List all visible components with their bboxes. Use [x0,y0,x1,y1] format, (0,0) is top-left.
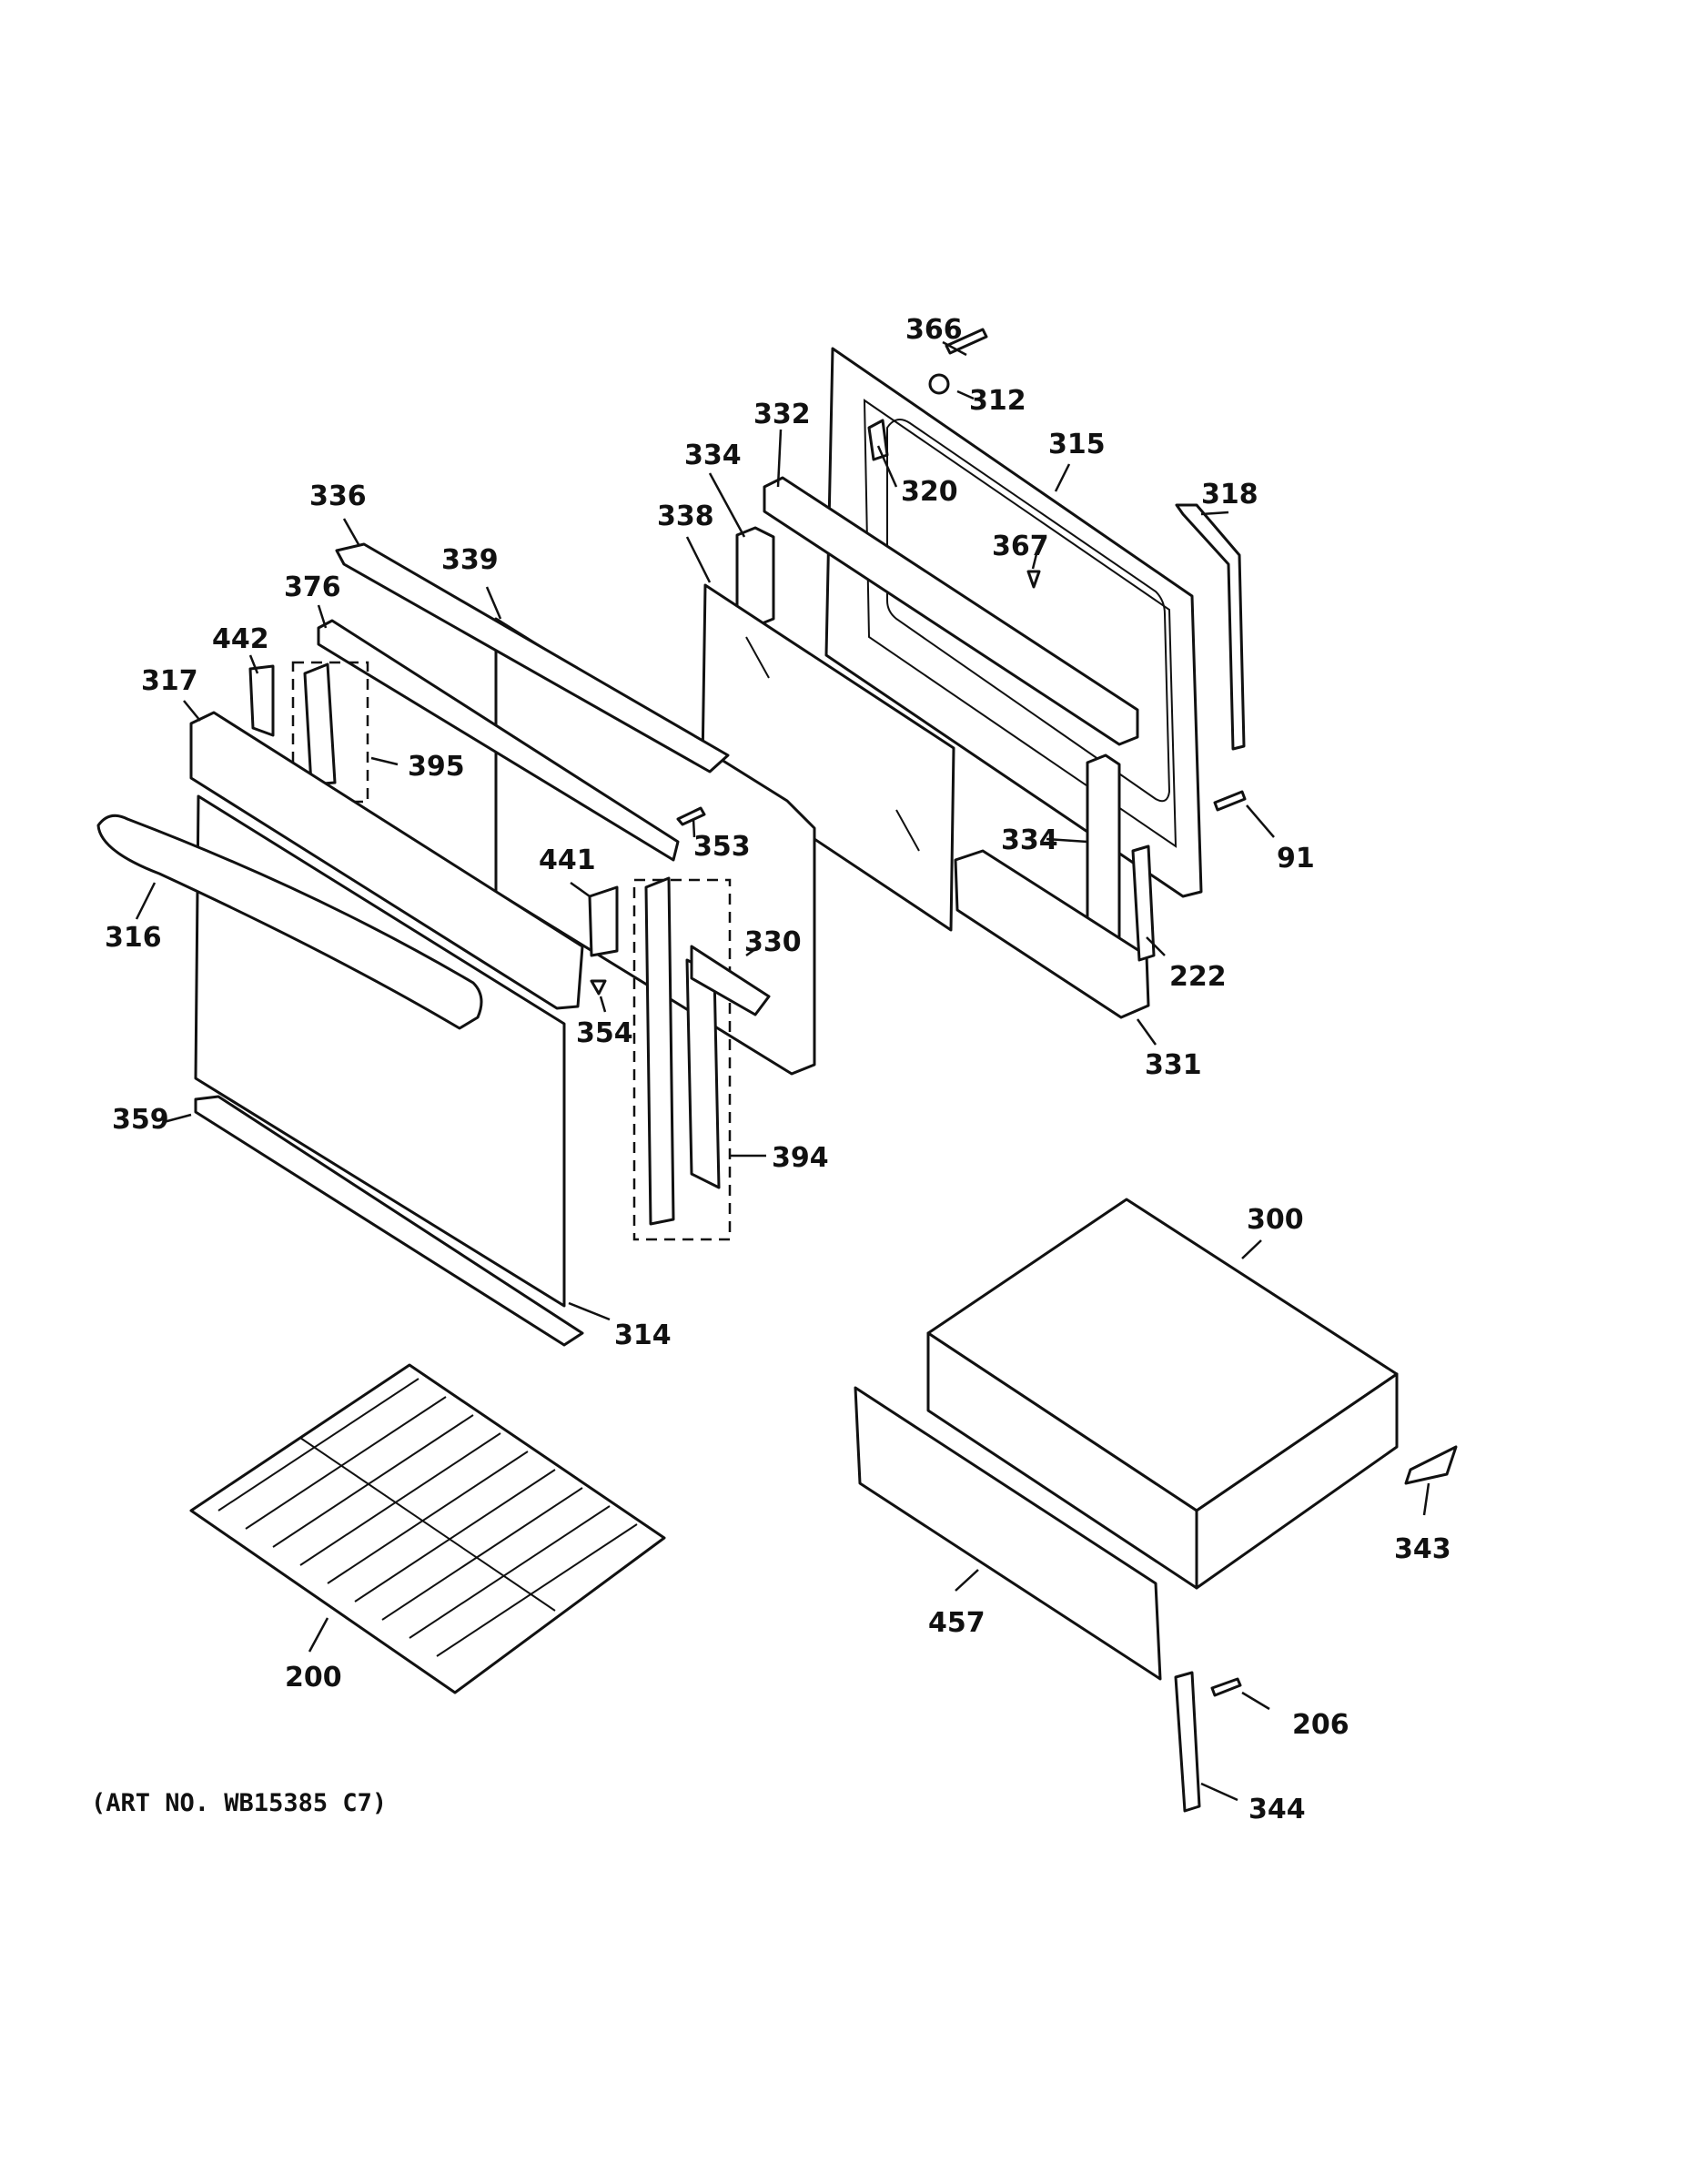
callout-339: 339 [441,544,499,576]
screw-366 [945,328,988,355]
insulation-bar-332 [763,476,1139,746]
screw-91 [1213,790,1247,812]
door-glass-338 [701,583,955,932]
kit-box-395 [291,661,369,804]
callout-317: 317 [141,665,198,697]
callout-318: 318 [1201,479,1258,511]
callout-334: 334 [684,440,742,471]
pin-320 [867,419,889,461]
callout-336: 336 [309,480,367,512]
drawer-clip-343 [1404,1445,1458,1485]
insulation-bar-331 [954,849,1150,1019]
callout-394: 394 [772,1142,829,1174]
callout-442: 442 [212,623,269,655]
vent-panel-317 [189,711,584,1010]
callout-200: 200 [285,1662,342,1694]
callout-316: 316 [105,922,162,954]
art-number: (ART NO. WB15385 C7) [91,1789,387,1817]
callout-330: 330 [744,926,802,958]
callout-457: 457 [928,1607,986,1639]
bottom-trim-359 [194,1095,584,1347]
drawer-box-300 [926,1198,1399,1590]
latch-441 [588,885,619,957]
callout-376: 376 [284,571,341,603]
drawer-front-457 [854,1386,1162,1681]
screw-354 [590,979,607,996]
callout-354: 354 [576,1017,633,1049]
screw-206 [1210,1677,1242,1697]
side-strip-394 [685,958,721,1189]
callout-206: 206 [1292,1709,1349,1741]
callout-91: 91 [1277,843,1315,875]
callout-300: 300 [1247,1204,1304,1236]
screw-353 [676,806,706,826]
side-rail-394 [644,876,675,1226]
callout-312: 312 [969,385,1026,417]
door-handle-316 [96,814,483,1030]
nut-312 [928,373,950,395]
callout-366: 366 [905,314,963,346]
callout-344: 344 [1248,1794,1306,1825]
callout-labels: 366 312 332 334 315 320 318 338 336 339 … [105,314,1451,1825]
oven-rack-200 [189,1363,666,1694]
drawer-rail-344 [1174,1671,1201,1813]
insulation-330 [690,945,771,1016]
callout-343: 343 [1394,1533,1451,1565]
callout-338: 338 [657,500,714,532]
insulation-post-334-lower [1086,753,1121,946]
callout-320: 320 [901,476,958,508]
kit-box-394 [632,878,732,1241]
callout-395: 395 [408,751,465,783]
callout-314: 314 [614,1320,672,1351]
channel-376 [317,619,680,862]
leader-lines [135,340,1430,1802]
callout-334-lower: 334 [1001,824,1058,856]
callout-222: 222 [1169,961,1227,993]
bracket-442 [248,664,275,737]
bracket-395 [303,662,337,786]
screw-367 [1026,570,1041,589]
callout-332: 332 [753,399,811,430]
callout-367: 367 [992,531,1049,562]
callout-441: 441 [539,844,596,876]
hinge-222 [1131,844,1156,962]
callout-353: 353 [693,831,751,863]
callout-331: 331 [1145,1049,1202,1081]
callout-315: 315 [1048,429,1106,460]
callout-359: 359 [112,1104,169,1136]
